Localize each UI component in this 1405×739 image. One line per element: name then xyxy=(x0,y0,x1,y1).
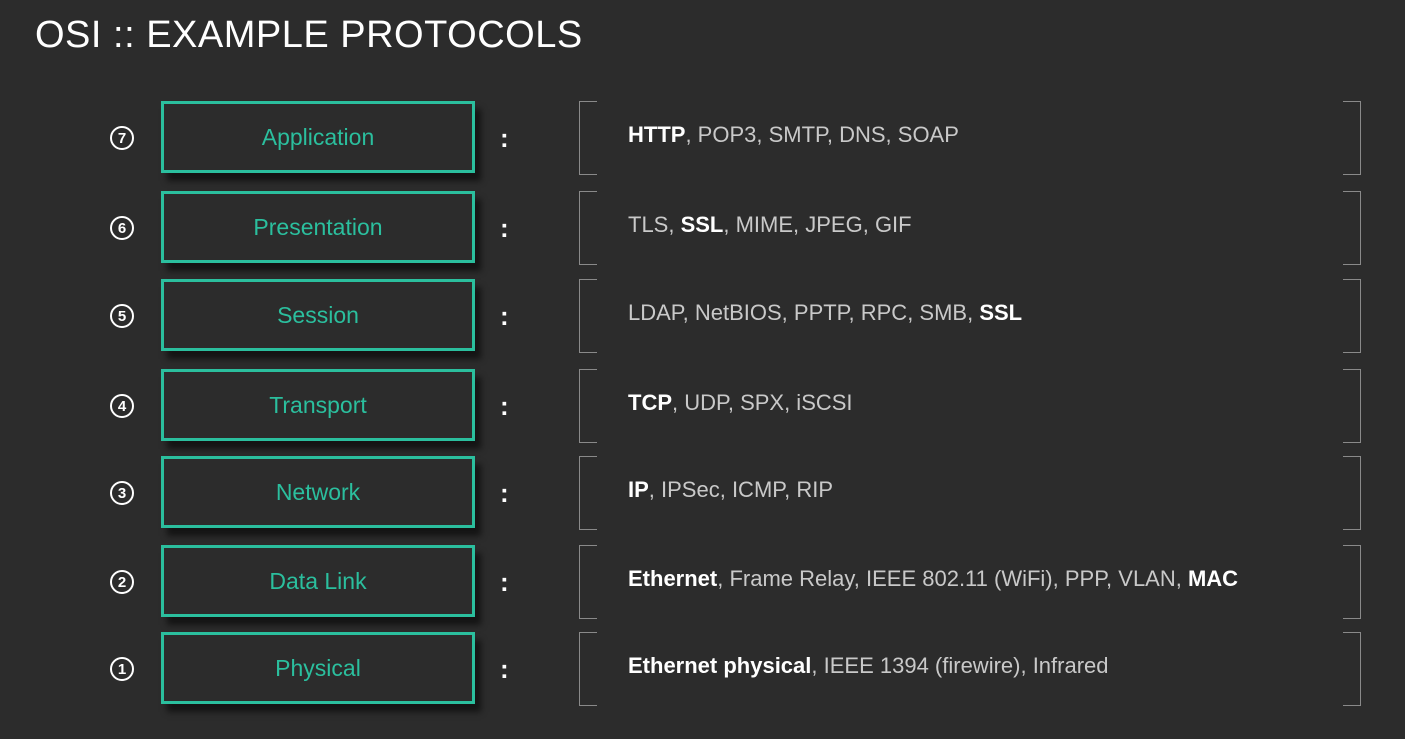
protocol-text: TLS, xyxy=(628,212,681,237)
protocol-list: TLS, SSL, MIME, JPEG, GIF xyxy=(628,212,912,238)
protocol-highlight: IP xyxy=(628,477,649,502)
left-bracket xyxy=(579,545,597,619)
right-bracket xyxy=(1343,456,1361,530)
protocol-list: IP, IPSec, ICMP, RIP xyxy=(628,477,833,503)
layer-row: 6 Presentation: TLS, SSL, MIME, JPEG, GIF xyxy=(0,191,1405,266)
page-title: OSI :: EXAMPLE PROTOCOLS xyxy=(35,14,583,56)
protocol-text: , IPSec, ICMP, RIP xyxy=(648,477,834,502)
protocol-highlight: HTTP xyxy=(628,122,686,147)
protocol-highlight: SSL xyxy=(979,300,1023,325)
layer-row: 7 Application: HTTP, POP3, SMTP, DNS, SOAP xyxy=(0,101,1405,176)
layer-number-badge: 5 xyxy=(110,304,134,328)
protocol-list: TCP, UDP, SPX, iSCSI xyxy=(628,390,853,416)
protocol-highlight: MAC xyxy=(1187,566,1239,591)
layer-number-badge: 2 xyxy=(110,570,134,594)
right-bracket xyxy=(1343,369,1361,443)
colon-separator: : xyxy=(500,478,509,508)
right-bracket xyxy=(1343,191,1361,265)
layer-row: 2 Data Link: Ethernet, Frame Relay, IEEE 8… xyxy=(0,545,1405,620)
protocol-text: , POP3, SMTP, DNS, SOAP xyxy=(685,122,959,147)
protocol-highlight: Ethernet xyxy=(628,566,718,591)
layer-number-badge: 3 xyxy=(110,481,134,505)
layer-name-box: Presentation xyxy=(161,191,475,263)
layer-name-box: Session xyxy=(161,279,475,351)
layer-number-badge: 6 xyxy=(110,216,134,240)
colon-separator: : xyxy=(500,213,509,243)
left-bracket xyxy=(579,191,597,265)
layer-name-box: Transport xyxy=(161,369,475,441)
colon-separator: : xyxy=(500,123,509,153)
left-bracket xyxy=(579,101,597,175)
protocol-highlight: Ethernet physical xyxy=(628,653,812,678)
layer-row: 4 Transport: TCP, UDP, SPX, iSCSI xyxy=(0,369,1405,444)
right-bracket xyxy=(1343,101,1361,175)
layer-name-box: Physical xyxy=(161,632,475,704)
layer-number-badge: 1 xyxy=(110,657,134,681)
layer-name-box: Data Link xyxy=(161,545,475,617)
protocol-list: HTTP, POP3, SMTP, DNS, SOAP xyxy=(628,122,959,148)
left-bracket xyxy=(579,279,597,353)
right-bracket xyxy=(1343,632,1361,706)
colon-separator: : xyxy=(500,391,509,421)
protocol-text: LDAP, NetBIOS, PPTP, RPC, SMB, xyxy=(628,300,980,325)
colon-separator: : xyxy=(500,567,509,597)
left-bracket xyxy=(579,632,597,706)
layer-name-box: Network xyxy=(161,456,475,528)
protocol-text: , MIME, JPEG, GIF xyxy=(723,212,912,237)
protocol-list: Ethernet physical, IEEE 1394 (firewire),… xyxy=(628,653,1109,679)
layer-name-box: Application xyxy=(161,101,475,173)
colon-separator: : xyxy=(500,654,509,684)
protocol-text: , UDP, SPX, iSCSI xyxy=(672,390,853,415)
layer-row: 3 Network: IP, IPSec, ICMP, RIP xyxy=(0,456,1405,531)
left-bracket xyxy=(579,456,597,530)
colon-separator: : xyxy=(500,301,509,331)
layer-number-badge: 4 xyxy=(110,394,134,418)
layer-number-badge: 7 xyxy=(110,126,134,150)
protocol-list: LDAP, NetBIOS, PPTP, RPC, SMB, SSL xyxy=(628,300,1022,326)
right-bracket xyxy=(1343,279,1361,353)
right-bracket xyxy=(1343,545,1361,619)
left-bracket xyxy=(579,369,597,443)
layer-row: 5 Session: LDAP, NetBIOS, PPTP, RPC, SMB, … xyxy=(0,279,1405,354)
protocol-text: , Frame Relay, IEEE 802.11 (WiFi), PPP, … xyxy=(717,566,1188,591)
protocol-highlight: TCP xyxy=(628,390,672,415)
protocol-highlight: SSL xyxy=(680,212,724,237)
protocol-text: , IEEE 1394 (firewire), Infrared xyxy=(811,653,1109,678)
layer-row: 1 Physical: Ethernet physical, IEEE 1394 (… xyxy=(0,632,1405,707)
protocol-list: Ethernet, Frame Relay, IEEE 802.11 (WiFi… xyxy=(628,566,1238,592)
